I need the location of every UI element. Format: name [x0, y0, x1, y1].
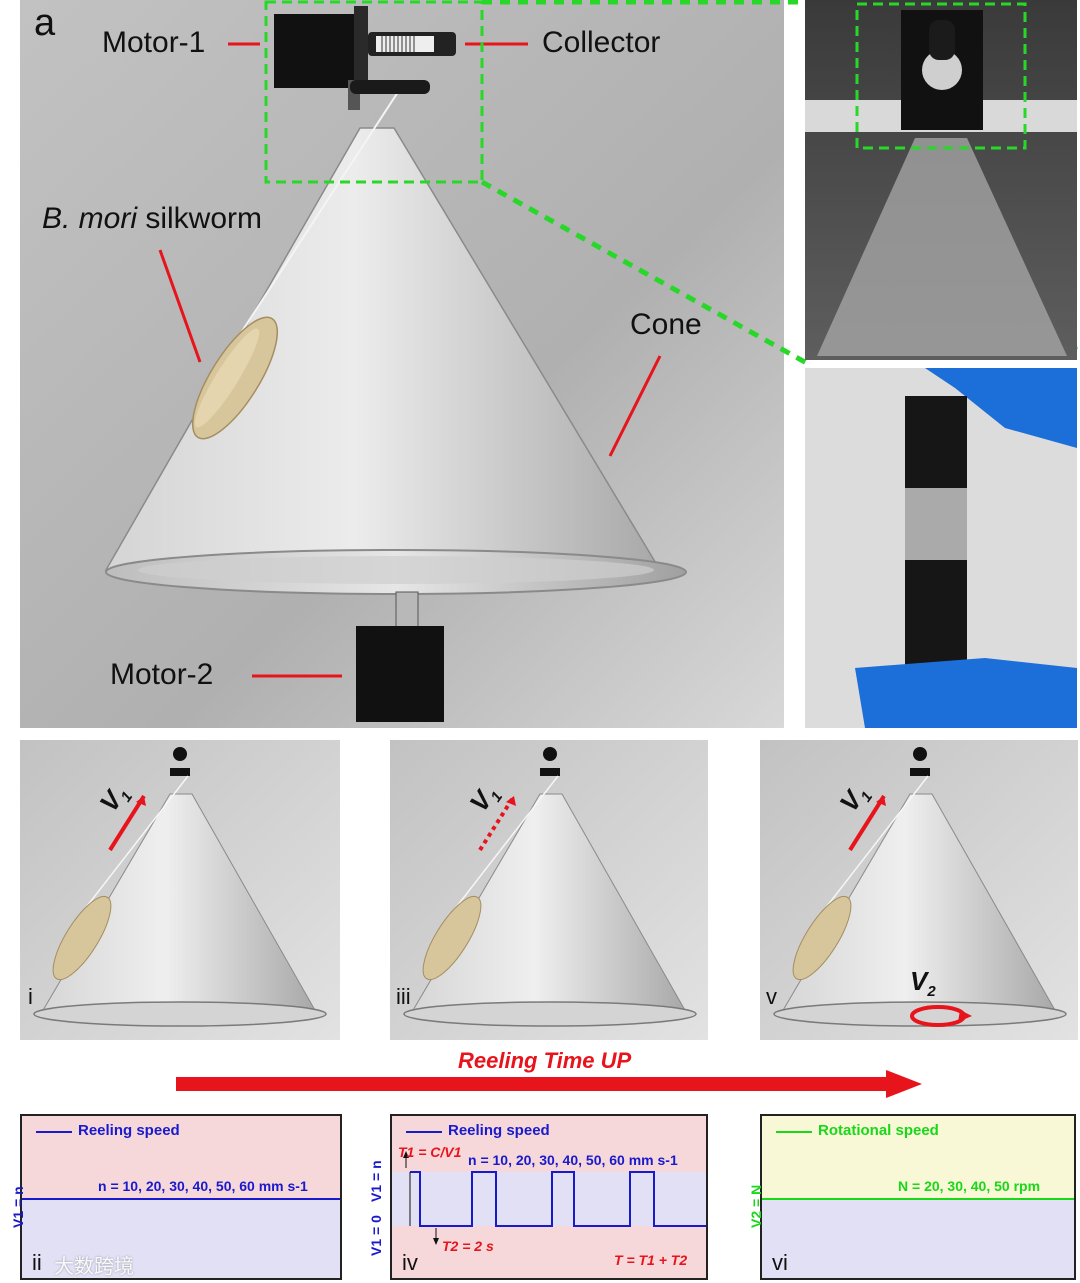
collector-roller: [376, 36, 434, 52]
graph-vi-note: N = 20, 30, 40, 50 rpm: [898, 1178, 1041, 1194]
graph-iv-y-bottom-label: V1 = 0: [368, 1215, 384, 1256]
motor-2-body: [356, 626, 444, 722]
photo-zoom-box: [855, 2, 1027, 150]
v1-arrow: [848, 794, 886, 852]
graph-numeral-ii: ii: [32, 1250, 42, 1275]
silkworm-shape: [191, 316, 279, 440]
graph-ii-y-label: V1 = n: [10, 1186, 26, 1228]
zoom-box: [264, 0, 484, 184]
silkworm-label: B. mori silkworm: [42, 202, 262, 236]
graph-ii-legend: Reeling speed: [78, 1122, 180, 1139]
silkworm-species: B. mori: [42, 202, 138, 235]
graph-iv: Reeling speed T1 = C/V1 n = 10, 20, 30, …: [368, 1114, 708, 1280]
panel-a-illustration: [20, 0, 784, 728]
stage-numeral-i: i: [28, 984, 33, 1009]
watermark: 大数跨境: [54, 1256, 134, 1278]
graph-numeral-vi: vi: [772, 1250, 788, 1275]
collector-label: Collector: [542, 26, 661, 59]
stage-v: V1 V2 v: [760, 740, 1078, 1040]
stage-i: V1 i: [20, 740, 340, 1040]
v2-label: V2: [910, 966, 936, 1001]
v1-dotted-arrow: [478, 794, 516, 852]
cone-label: Cone: [630, 308, 702, 341]
graph-iv-legend: Reeling speed: [448, 1122, 550, 1139]
panel-letter-a: a: [34, 2, 56, 44]
photo-top: [805, 0, 1077, 360]
stage-iii: V1 iii: [390, 740, 708, 1040]
photo-bottom: [805, 368, 1077, 728]
graph-iv-t2-label: T2 = 2 s: [442, 1238, 494, 1254]
graph-vi-legend: Rotational speed: [818, 1122, 939, 1139]
rotational-speed-line: [762, 1198, 1074, 1200]
stage-numeral-iii: iii: [396, 984, 411, 1009]
graph-vi: Rotational speed N = 20, 30, 40, 50 rpm …: [748, 1114, 1076, 1280]
v1-arrow: [108, 794, 146, 852]
motor-2-label: Motor-2: [110, 658, 214, 691]
graph-iv-y-top-label: V1 = n: [368, 1160, 384, 1202]
graph-iv-t1-label: T1 = C/V1: [398, 1144, 462, 1160]
graph-ii-note: n = 10, 20, 30, 40, 50, 60 mm s-1: [98, 1178, 308, 1194]
graph-ii: Reeling speed n = 10, 20, 30, 40, 50, 60…: [10, 1114, 342, 1280]
silkworm-word: silkworm: [137, 202, 263, 235]
motor-1-body: [274, 14, 356, 88]
zoom-connectors: [480, 0, 1079, 369]
panel-a: a Motor-1 Collector B. mori silkworm Con…: [20, 0, 784, 728]
stage-numeral-v: v: [766, 984, 777, 1009]
graph-numeral-iv: iv: [402, 1250, 418, 1275]
reeling-speed-line: [22, 1198, 340, 1200]
motor-1-label: Motor-1: [102, 26, 206, 59]
graph-iv-note: n = 10, 20, 30, 40, 50, 60 mm s-1: [468, 1152, 678, 1168]
graph-vi-y-label: V2 = N: [748, 1184, 764, 1228]
graph-iv-total-label: T = T1 + T2: [614, 1252, 688, 1268]
timeline-label: Reeling Time UP: [458, 1048, 632, 1073]
square-wave: [403, 1151, 706, 1245]
